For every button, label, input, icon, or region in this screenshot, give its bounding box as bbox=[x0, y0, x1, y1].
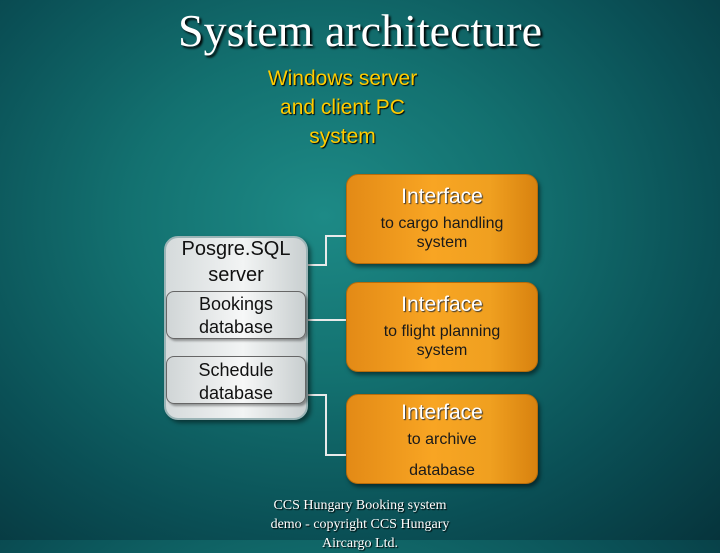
schedule-database-label: Schedule database bbox=[166, 359, 306, 405]
schedule-line-2: database bbox=[198, 383, 274, 403]
subtitle-line-2: and client PC bbox=[280, 96, 405, 119]
interface-cargo-box bbox=[346, 174, 538, 264]
bookings-line-2: database bbox=[198, 317, 274, 337]
interface-flight-sub-2: system bbox=[416, 342, 468, 359]
connector-archive bbox=[308, 394, 346, 456]
caption-line-3: Aircargo Ltd. bbox=[322, 536, 398, 551]
connector-lines bbox=[308, 235, 346, 456]
interface-archive-heading: Interface bbox=[401, 401, 483, 424]
schedule-database-box bbox=[166, 356, 306, 404]
interface-flight-heading: Interface bbox=[401, 293, 483, 316]
interface-cargo-sub-2: system bbox=[416, 234, 468, 251]
subtitle-line-3: system bbox=[309, 125, 376, 148]
interface-archive-sub-1: to archive bbox=[407, 431, 477, 448]
copyright-caption: CCS Hungary Booking system demo - copyri… bbox=[250, 496, 470, 553]
connector-cargo bbox=[308, 235, 346, 266]
caption-line-2: demo - copyright CCS Hungary bbox=[270, 517, 450, 532]
interface-archive-box bbox=[346, 394, 538, 484]
interface-cargo-sub: to cargo handling system bbox=[346, 214, 538, 252]
subtitle: Windows server and client PC system bbox=[220, 64, 465, 151]
interface-cargo-sub-1: to cargo handling bbox=[380, 215, 504, 232]
caption-line-1: CCS Hungary Booking system bbox=[273, 498, 447, 513]
bookings-line-1: Bookings bbox=[198, 294, 274, 314]
interface-archive-sub-2: database bbox=[409, 462, 475, 479]
interface-cargo-heading: Interface bbox=[401, 185, 483, 208]
interface-archive-sub: to archive database bbox=[346, 430, 538, 480]
subtitle-line-1: Windows server bbox=[267, 67, 418, 90]
postgres-server-title: Posgre.SQL server bbox=[166, 236, 306, 288]
postgres-title-line-2: server bbox=[208, 264, 264, 286]
interface-flight-sub-1: to flight planning bbox=[383, 323, 501, 340]
interface-flight-sub: to flight planning system bbox=[346, 322, 538, 360]
page-title: System architecture bbox=[177, 5, 543, 56]
interface-flight-box bbox=[346, 282, 538, 372]
bookings-database-box bbox=[166, 291, 306, 339]
bookings-database-label: Bookings database bbox=[166, 293, 306, 339]
postgres-title-line-1: Posgre.SQL bbox=[181, 238, 291, 260]
schedule-line-1: Schedule bbox=[198, 360, 274, 380]
